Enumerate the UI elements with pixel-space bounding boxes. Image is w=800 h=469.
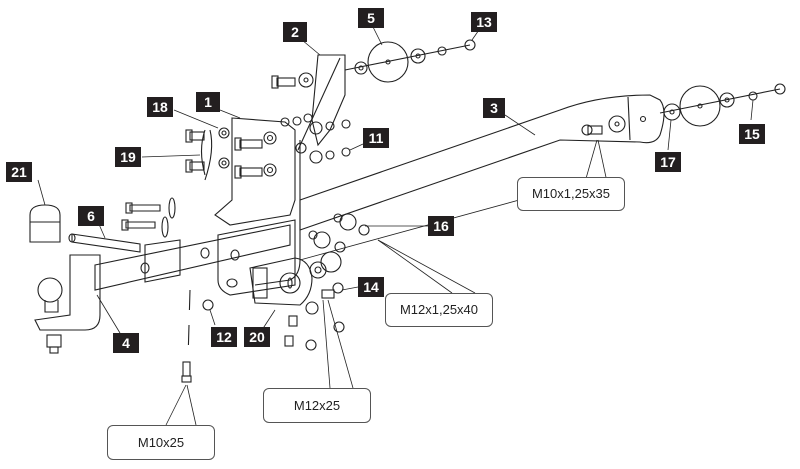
part-label-14: 14 (358, 277, 384, 297)
disc-5 (367, 41, 409, 83)
part-label-15: 15 (739, 124, 765, 144)
part-label-12: 12 (211, 327, 237, 347)
part-label-17: 17 (655, 152, 681, 172)
part-label-16: 16 (428, 216, 454, 236)
washers-nuts (218, 72, 351, 177)
part-label-21: 21 (6, 162, 32, 182)
callout-m12x25: M12x25 (263, 388, 371, 423)
callout-m10x1-25x35: M10x1,25x35 (517, 177, 625, 211)
part-label-3: 3 (483, 98, 505, 118)
bracket-bolts (185, 75, 296, 179)
spring-clip-19 (200, 129, 213, 181)
part-label-20: 20 (244, 327, 270, 347)
part-label-18: 18 (147, 97, 173, 117)
callout-m10x25: M10x25 (107, 425, 215, 460)
part-label-2: 2 (283, 22, 307, 42)
main-bracket-1 (214, 117, 296, 226)
disc-right (679, 85, 721, 127)
part-label-6: 6 (78, 206, 104, 226)
upper-bracket-2 (311, 54, 346, 147)
pin-6 (71, 233, 141, 253)
nut-13 (464, 39, 476, 51)
callout-m12x1-25x40: M12x1,25x40 (385, 293, 493, 327)
part-label-4: 4 (113, 333, 139, 353)
ball-mount-4 (34, 254, 101, 331)
part-label-5: 5 (358, 8, 384, 28)
receiver-tube (94, 224, 291, 291)
part-label-19: 19 (115, 147, 141, 167)
cap-21 (29, 204, 61, 243)
part-label-11: 11 (363, 128, 389, 148)
part-label-1: 1 (196, 92, 220, 112)
part-label-13: 13 (471, 12, 497, 32)
